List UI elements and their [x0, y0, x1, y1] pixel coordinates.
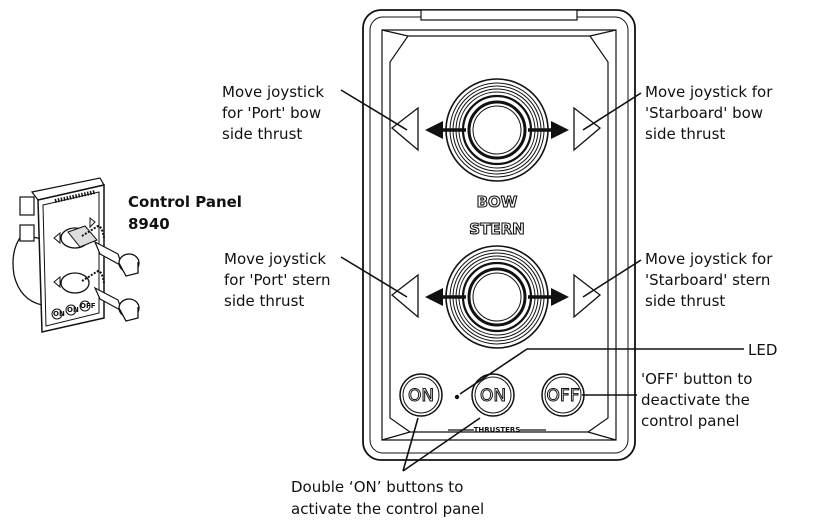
- led-indicator: [454, 394, 460, 400]
- stern-starboard-arrow: [528, 273, 602, 319]
- mini-on-right-label: ON: [67, 306, 79, 314]
- thrusters-label: THRUSTERS: [474, 426, 521, 434]
- callout-off-button: 'OFF' button to deactivate the control p…: [641, 370, 757, 430]
- off-button-label: OFF: [547, 386, 580, 406]
- mini-off-label: OFF: [80, 302, 96, 310]
- callout-port-stern: Move joystick for 'Port' stern side thru…: [224, 250, 335, 310]
- off-button[interactable]: OFF: [541, 373, 585, 417]
- leader-lines: [340, 89, 744, 472]
- callout-port-bow: Move joystick for 'Port' bow side thrust: [222, 83, 329, 143]
- callout-starboard-stern: Move joystick for 'Starboard' stern side…: [645, 250, 777, 310]
- callout-starboard-bow: Move joystick for 'Starboard' bow side t…: [645, 83, 777, 143]
- on-button-left-label: ON: [408, 386, 434, 406]
- bow-label: BOW: [477, 193, 518, 211]
- stern-label: STERN: [469, 220, 524, 238]
- on-button-right[interactable]: ON: [471, 373, 515, 417]
- bow-starboard-arrow: [528, 106, 602, 152]
- product-title-line1: Control Panel: [128, 193, 242, 211]
- panel-thumbnail: ON ON OFF: [12, 177, 140, 333]
- on-button-left[interactable]: ON: [399, 373, 443, 417]
- mini-on-left-label: ON: [53, 310, 65, 318]
- stern-joystick[interactable]: [445, 245, 549, 349]
- callout-on-buttons: Double ‘ON’ buttons to activate the cont…: [291, 478, 484, 518]
- control-panel: [362, 9, 636, 461]
- callout-led: LED: [748, 341, 777, 359]
- on-button-right-label: ON: [480, 386, 506, 406]
- product-title-line2: 8940: [128, 215, 170, 233]
